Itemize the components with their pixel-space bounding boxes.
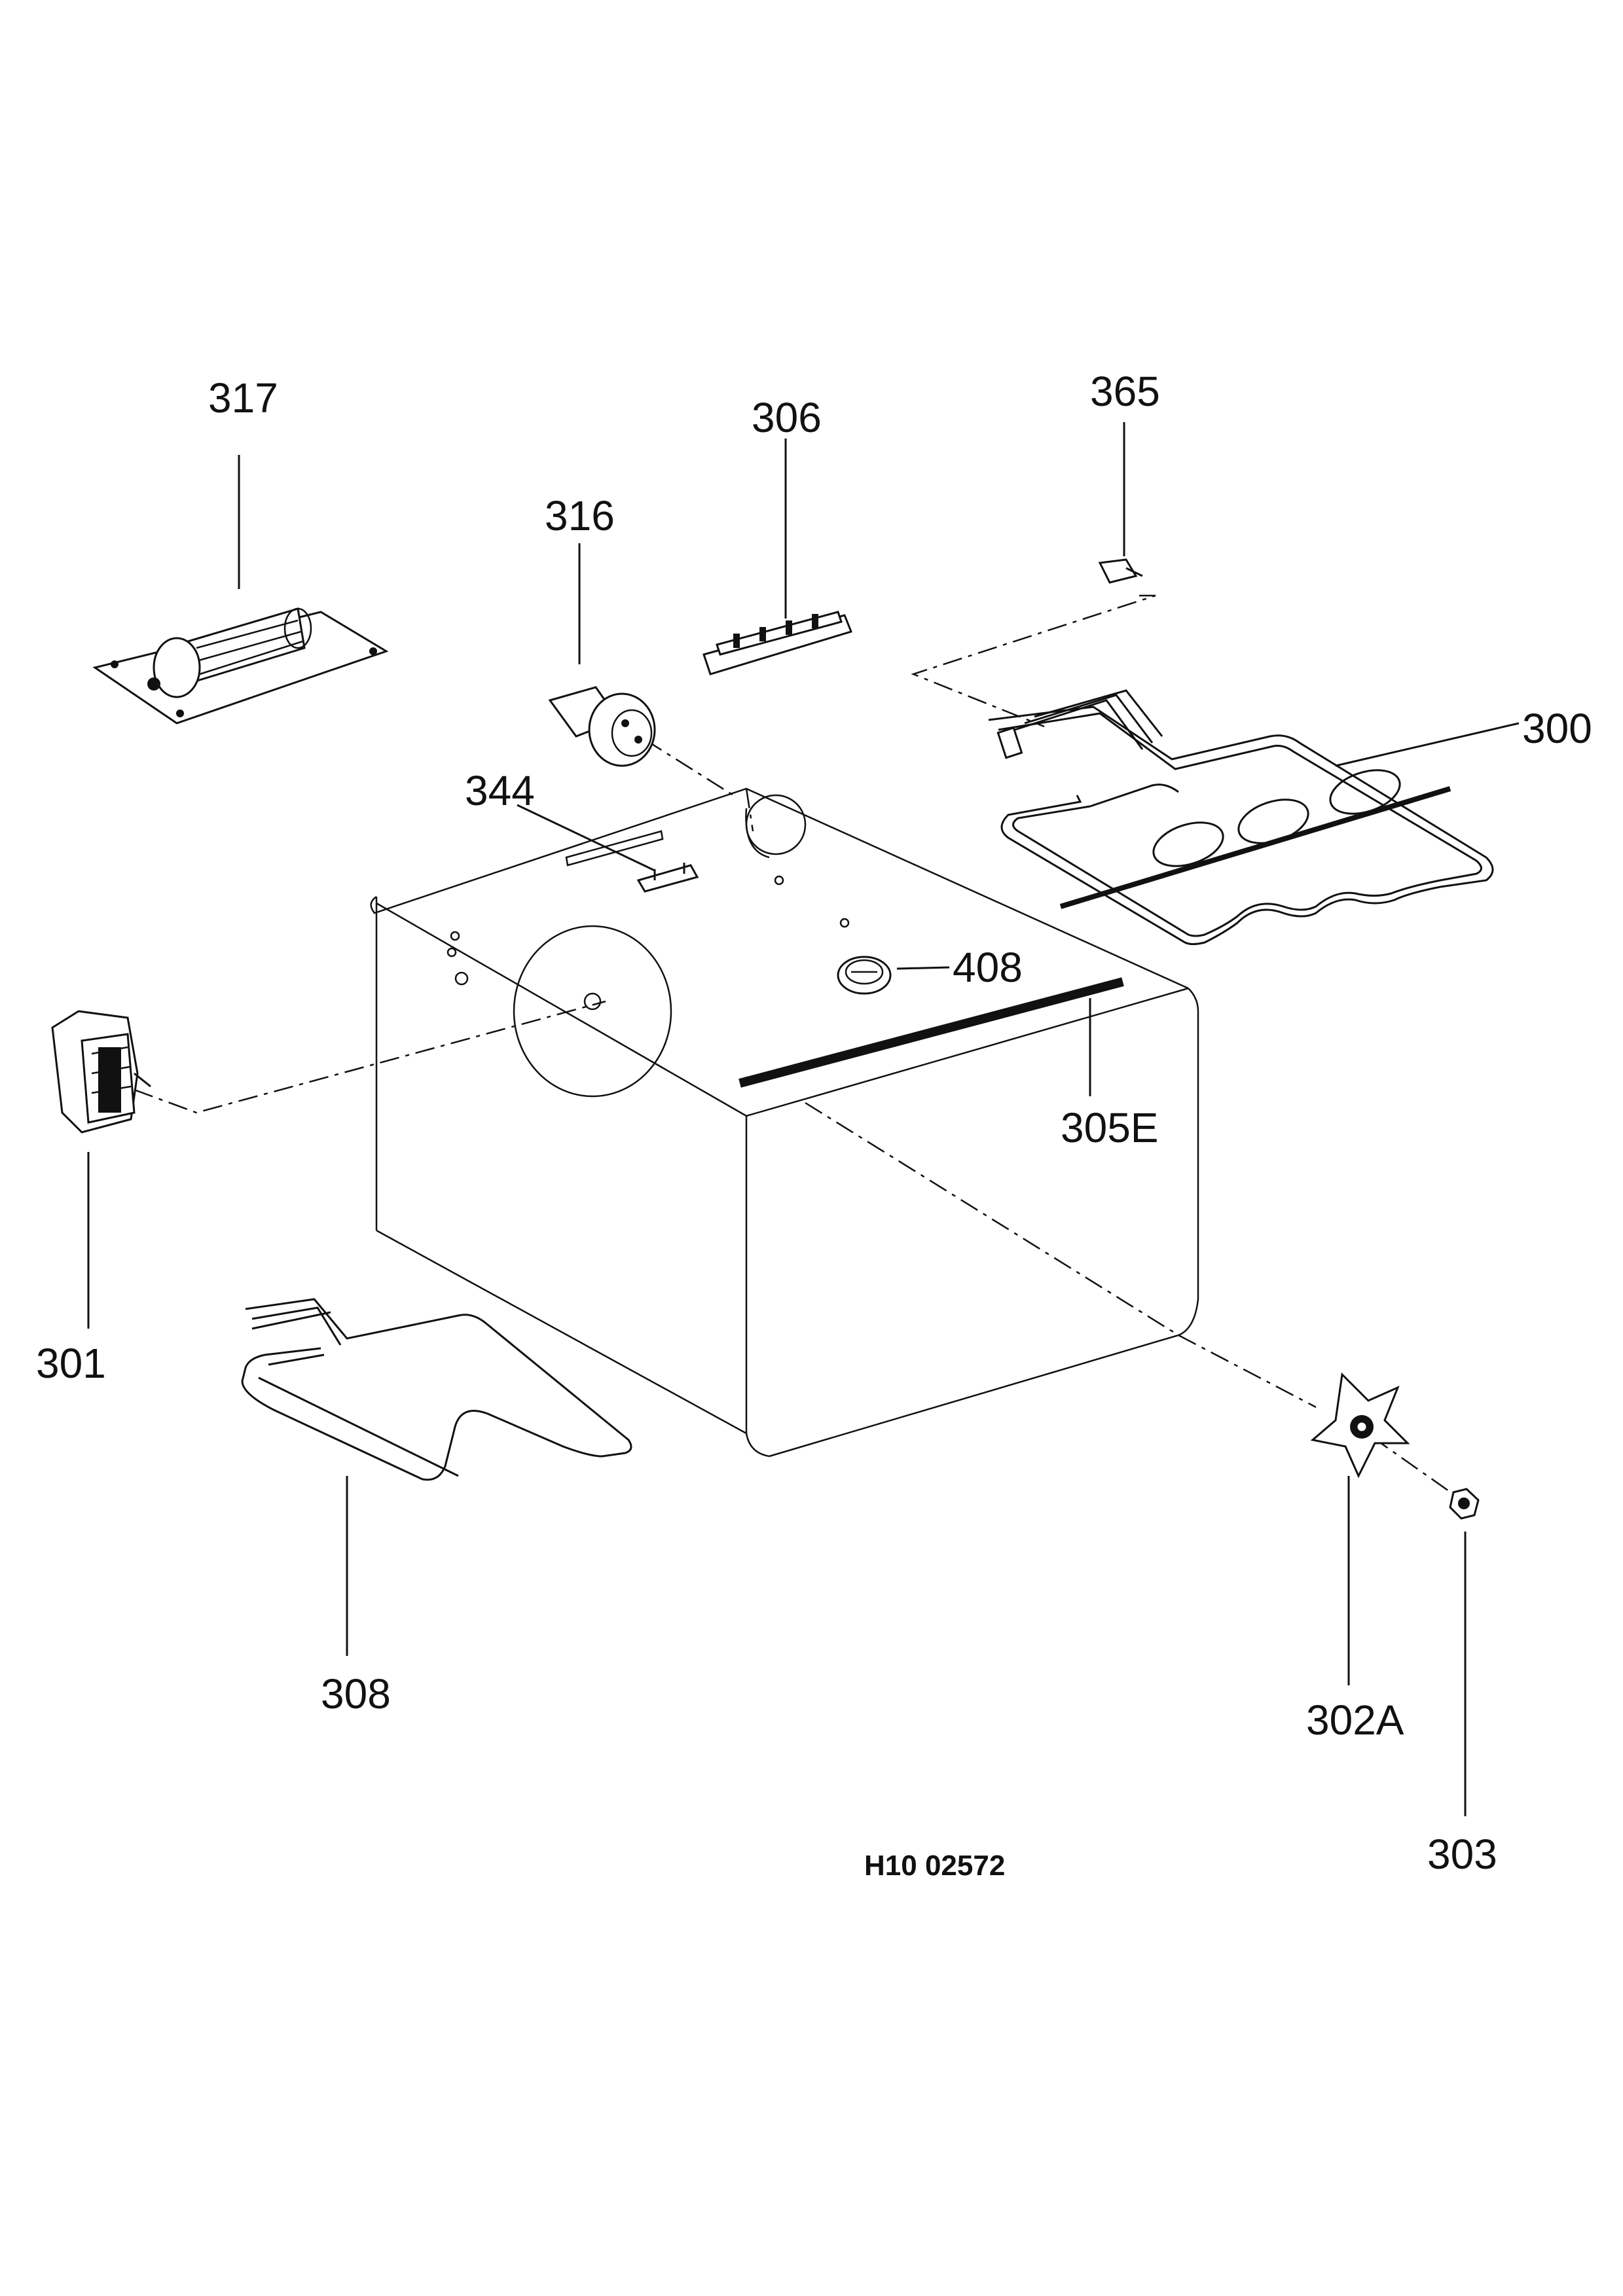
label-317: 317 [208, 374, 278, 422]
part-317-fan-heater [92, 455, 389, 725]
part-301-fan-motor [51, 1010, 151, 1329]
label-316: 316 [545, 492, 615, 539]
part-308-bottom-element [241, 1298, 632, 1656]
part-316-lamp-holder [548, 543, 656, 767]
part-303-nut [1449, 1488, 1480, 1816]
oven-cavity [370, 787, 1199, 1458]
label-344: 344 [465, 767, 535, 814]
part-306-terminal-block [702, 439, 853, 675]
label-300: 300 [1522, 705, 1592, 752]
label-301: 301 [36, 1340, 106, 1387]
label-408: 408 [953, 944, 1023, 991]
label-305e: 305E [1061, 1104, 1158, 1151]
label-306: 306 [752, 394, 822, 441]
part-365-screw [1098, 422, 1143, 584]
drawing-code: H10 02572 [864, 1850, 1005, 1882]
label-308: 308 [321, 1670, 391, 1717]
part-300-grill-element [988, 689, 1520, 945]
label-302a: 302A [1306, 1696, 1404, 1744]
part-305e-seal [739, 977, 1124, 1096]
label-303: 303 [1427, 1831, 1497, 1878]
assembly-lines [134, 594, 1461, 1500]
part-302a-fan-blade [1310, 1372, 1410, 1685]
label-365: 365 [1090, 368, 1160, 415]
part-344-bracket [517, 804, 699, 893]
part-408-grommet [837, 956, 950, 995]
